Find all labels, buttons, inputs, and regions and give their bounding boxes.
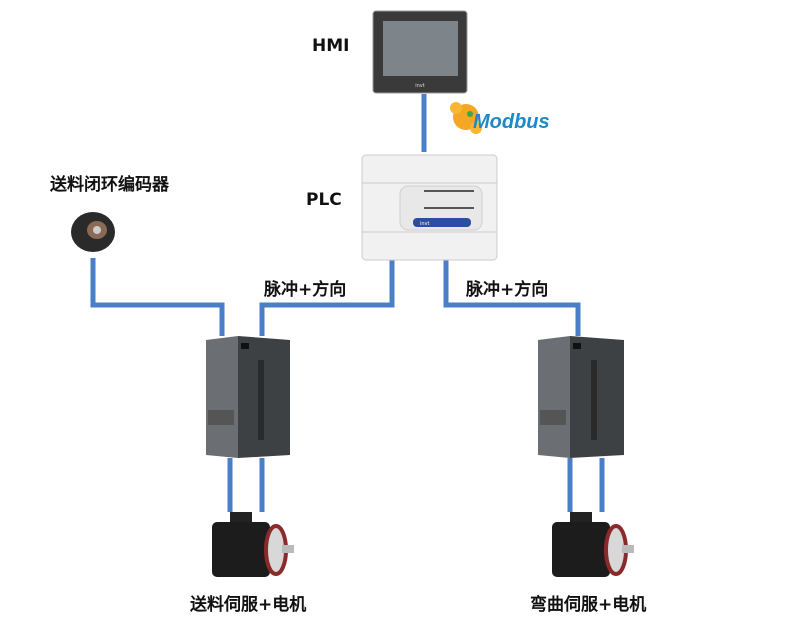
svg-text:Modbus: Modbus — [473, 111, 550, 133]
servo-drive-left — [206, 336, 290, 458]
plc-brand-logo: invt — [420, 221, 430, 227]
modbus-logo: Modbus — [450, 102, 550, 134]
plc-label: PLC — [306, 190, 342, 210]
pulse-direction-label-right: 脉冲+方向 — [466, 280, 549, 300]
pulse-direction-label-left: 脉冲+方向 — [264, 280, 347, 300]
feed-servo-label: 送料伺服+电机 — [190, 595, 307, 615]
encoder-device — [71, 212, 115, 252]
servo-drive-right — [538, 336, 624, 458]
hmi-brand-logo: invt — [415, 83, 425, 89]
wire-plc-left-drive — [259, 260, 395, 336]
servo-motor-left — [212, 512, 294, 577]
encoder-label: 送料闭环编码器 — [50, 175, 169, 195]
plc-device: invt — [361, 154, 498, 261]
hmi-device: invt — [372, 10, 468, 94]
wires — [90, 94, 605, 512]
hmi-label: HMI — [312, 36, 350, 56]
wire-plc-right-drive — [443, 260, 581, 336]
wire-encoder-left-drive — [90, 258, 225, 336]
bending-servo-label: 弯曲伺服+电机 — [530, 595, 647, 615]
servo-motor-right — [552, 512, 634, 577]
